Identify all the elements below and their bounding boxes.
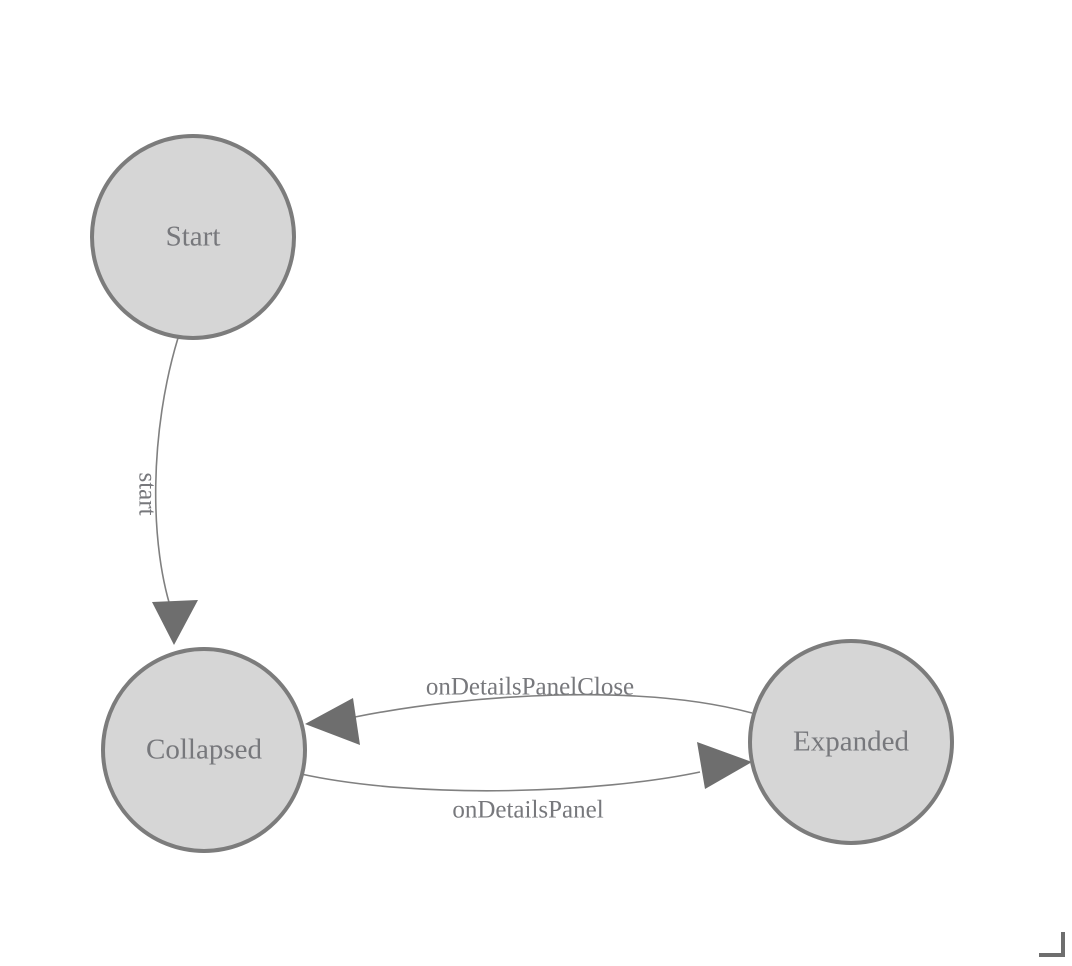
edge-start-to-collapsed[interactable]: start: [133, 337, 198, 645]
edge-label-start: start: [133, 472, 160, 515]
edge-line: [154, 337, 179, 619]
node-expanded[interactable]: Expanded: [748, 639, 954, 845]
node-label: Start: [166, 221, 221, 253]
edge-collapsed-to-expanded[interactable]: onDetailsPanel: [300, 742, 752, 824]
edge-expanded-to-collapsed[interactable]: onDetailsPanelClose: [305, 674, 753, 745]
edge-label-on-details-panel-close: onDetailsPanelClose: [426, 674, 634, 701]
node-start[interactable]: Start: [90, 134, 296, 340]
arrowhead-icon: [697, 742, 752, 789]
edge-line: [354, 693, 753, 718]
edge-line: [300, 771, 701, 792]
node-shape: [101, 647, 307, 853]
frame-corner-vertical: [1061, 932, 1065, 957]
node-label: Expanded: [793, 726, 909, 758]
viewport-frame-corner: [1039, 932, 1065, 957]
node-shape: [90, 134, 296, 340]
node-shape: [748, 639, 954, 845]
arrowhead-icon: [152, 600, 198, 645]
node-label: Collapsed: [146, 734, 262, 766]
node-collapsed[interactable]: Collapsed: [101, 647, 307, 853]
arrowhead-icon: [305, 698, 360, 745]
frame-corner-horizontal: [1039, 953, 1065, 957]
edge-label-on-details-panel: onDetailsPanel: [452, 797, 603, 824]
